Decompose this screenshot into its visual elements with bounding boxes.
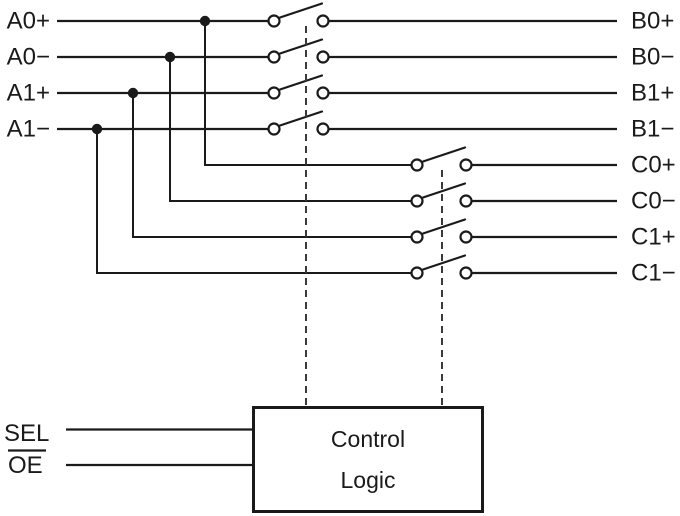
switch-b0-plus xyxy=(267,2,617,28)
label-c0-minus: C0− xyxy=(631,188,676,215)
branch-wire-a0-minus-to-c0-minus xyxy=(169,57,411,202)
input-wires xyxy=(57,19,268,131)
switch-contact-right xyxy=(459,266,473,280)
switch-contact-right xyxy=(316,14,330,28)
label-b1-plus: B1+ xyxy=(631,80,674,107)
switch-blade xyxy=(278,2,324,19)
label-a0-minus: A0− xyxy=(7,44,50,71)
junctions-and-branches xyxy=(91,15,411,274)
switch-c1-plus xyxy=(410,218,617,244)
switch-contact-right xyxy=(459,158,473,172)
switch-contact-left xyxy=(267,14,281,28)
switch-blade xyxy=(278,110,324,127)
control-logic-text-line1: Control xyxy=(331,426,405,452)
branch-wire-a1-plus-to-c1-plus xyxy=(132,93,411,238)
label-a1-minus: A1− xyxy=(7,116,50,143)
control-logic-box xyxy=(252,406,484,513)
label-c0-plus: C0+ xyxy=(631,152,676,179)
switch-contact-left xyxy=(267,50,281,64)
control-logic-block: Control Logic xyxy=(252,406,484,513)
label-a0-plus: A0+ xyxy=(7,8,50,35)
label-b0-minus: B0− xyxy=(631,44,674,71)
switch-blade xyxy=(421,182,467,199)
input-labels: A0+ A0− A1+ A1− xyxy=(7,8,50,143)
branch-wire-a0-plus-to-c0-plus xyxy=(204,21,411,166)
switch-contact-left xyxy=(410,230,424,244)
switch-b1-minus xyxy=(267,110,617,136)
switch-blade xyxy=(421,254,467,271)
switch-b1-plus xyxy=(267,74,617,100)
switch-b0-minus xyxy=(267,38,617,64)
switch-c1-minus xyxy=(410,254,617,280)
label-a1-plus: A1+ xyxy=(7,80,50,107)
switch-contact-right xyxy=(316,86,330,100)
b-switch-bank xyxy=(267,2,617,136)
label-sel: SEL xyxy=(4,420,49,447)
output-labels: B0+ B0− B1+ B1− C0+ C0− C1+ C1− xyxy=(631,8,676,287)
switch-c0-plus xyxy=(410,146,617,172)
switch-contact-left xyxy=(267,86,281,100)
switch-c0-minus xyxy=(410,182,617,208)
label-b1-minus: B1− xyxy=(631,116,674,143)
switch-contact-right xyxy=(316,50,330,64)
switch-contact-right xyxy=(459,230,473,244)
switch-contact-left xyxy=(410,266,424,280)
switch-blade xyxy=(278,38,324,55)
label-c1-plus: C1+ xyxy=(631,224,676,251)
control-inputs: SEL OE xyxy=(4,420,253,479)
c-switch-bank xyxy=(410,146,617,280)
switch-contact-left xyxy=(410,194,424,208)
switch-contact-right xyxy=(459,194,473,208)
switch-contact-left xyxy=(410,158,424,172)
label-c1-minus: C1− xyxy=(631,260,676,287)
switch-blade xyxy=(421,218,467,235)
control-lines xyxy=(305,26,443,406)
switch-blade xyxy=(278,74,324,91)
switch-contact-left xyxy=(267,122,281,136)
label-b0-plus: B0+ xyxy=(631,8,674,35)
label-oe: OE xyxy=(8,452,43,479)
switch-contact-right xyxy=(316,122,330,136)
switch-blade xyxy=(421,146,467,163)
control-logic-text-line2: Logic xyxy=(341,467,396,493)
